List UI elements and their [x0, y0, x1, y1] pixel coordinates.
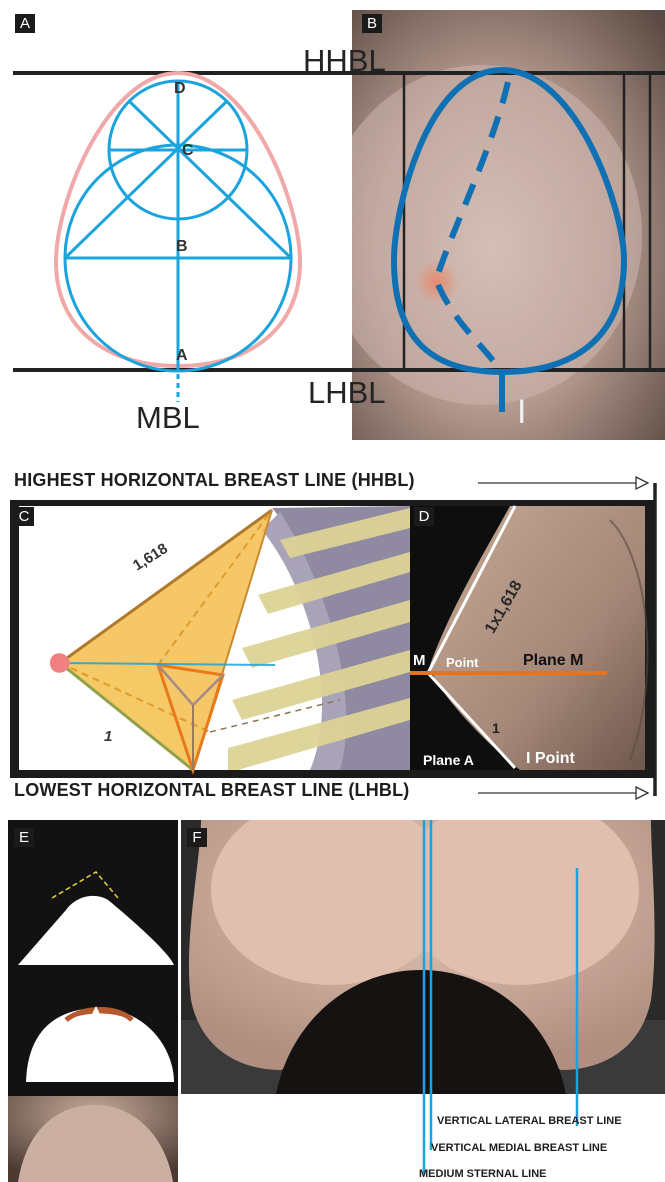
point-b: B	[176, 238, 188, 256]
point-a: A	[176, 347, 188, 365]
point-c: C	[182, 142, 194, 160]
panel-c-diagram	[10, 500, 410, 778]
panel-a-diagram	[0, 0, 352, 440]
panel-e-label: E	[14, 828, 34, 847]
ratio-1-c: 1	[104, 728, 112, 745]
panel-f-label: F	[187, 828, 207, 847]
panel-b-label: B	[362, 14, 382, 33]
hhbl-header: HIGHEST HORIZONTAL BREAST LINE (HHBL)	[14, 470, 415, 491]
sternal-line-label: MEDIUM STERNAL LINE	[419, 1168, 547, 1180]
panel-b-photo	[352, 10, 665, 440]
i-label: I	[517, 397, 526, 428]
lhbl-header: LOWEST HORIZONTAL BREAST LINE (LHBL)	[14, 780, 410, 801]
diagonal-1	[65, 101, 227, 258]
medial-line-label: VERTICAL MEDIAL BREAST LINE	[431, 1142, 607, 1154]
panel-d-label: D	[414, 507, 434, 526]
point-d: D	[174, 80, 186, 98]
panel-d-photo	[410, 500, 655, 778]
lhbl-label: LHBL	[308, 377, 386, 408]
panel-e-diagrams	[8, 820, 178, 1182]
panel-c-label: C	[14, 507, 34, 526]
point-label: Point	[446, 655, 479, 670]
panel-f-photo	[181, 820, 665, 1094]
plane-a-label: Plane A	[423, 752, 474, 768]
mbl-label: MBL	[136, 402, 200, 433]
m-label: M	[413, 652, 426, 669]
plane-m-label: Plane M	[523, 652, 583, 670]
i-point-label: I Point	[526, 750, 575, 768]
ratio-1-d: 1	[492, 720, 500, 736]
diagonal-2	[129, 101, 291, 258]
hhbl-label: HHBL	[303, 45, 386, 76]
lateral-line-label: VERTICAL LATERAL BREAST LINE	[437, 1115, 622, 1127]
